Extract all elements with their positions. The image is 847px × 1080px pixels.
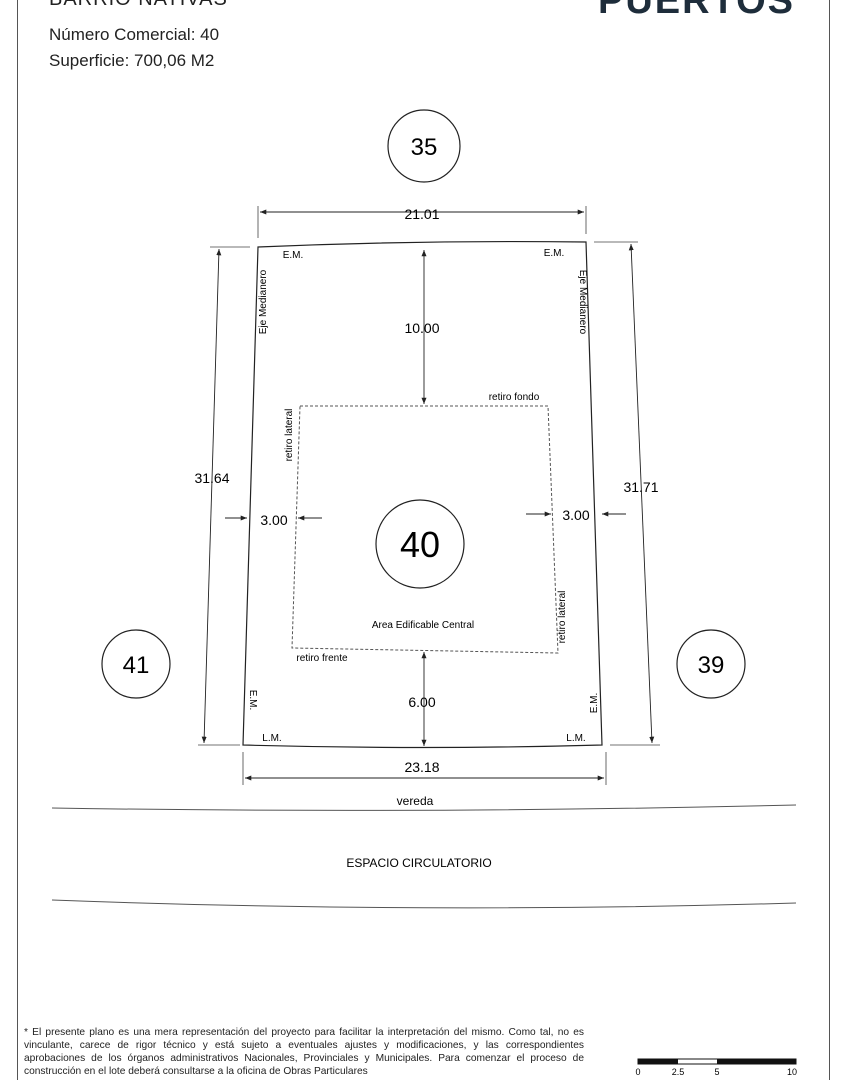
em-top-left: E.M.	[283, 250, 304, 261]
buildable-area	[291, 405, 559, 654]
left-length-line	[201, 248, 222, 744]
retiro-frente-label: retiro frente	[296, 653, 348, 664]
eje-medianero-right: Eje Medianero	[577, 270, 588, 335]
street-line	[51, 899, 797, 909]
retiro-lateral-right-label: retiro lateral	[557, 591, 568, 644]
lot-35-label: 35	[411, 134, 438, 161]
top-width-label: 21.01	[404, 206, 439, 222]
scale-tick-10: 10	[787, 1067, 797, 1077]
right-setback-label: 3.00	[562, 507, 589, 523]
disclaimer-text: * El presente plano es una mera represen…	[24, 1027, 584, 1077]
lot-outline	[242, 240, 603, 749]
retiro-lateral-left-label: retiro lateral	[284, 409, 295, 462]
vereda-line	[51, 804, 797, 811]
lot-39-label: 39	[698, 652, 725, 679]
espacio-circulatorio-label: ESPACIO CIRCULATORIO	[346, 856, 491, 870]
right-length-label: 31.71	[623, 479, 658, 495]
eje-medianero-left: Eje Medianero	[258, 269, 269, 334]
bottom-width-label: 23.18	[404, 759, 439, 775]
lot-41-circle	[101, 629, 171, 699]
retiro-fondo-label: retiro fondo	[489, 392, 540, 403]
lot-39-circle	[676, 629, 746, 699]
left-length-label: 31.64	[194, 470, 229, 486]
left-setback-label: 3.00	[260, 512, 287, 528]
lot-40-circle	[375, 499, 465, 589]
lot-41-label: 41	[123, 652, 150, 679]
scale-tick-5: 5	[714, 1067, 719, 1077]
lm-right: L.M.	[566, 733, 585, 744]
disclaimer: * El presente plano es una mera represen…	[24, 1026, 584, 1078]
front-setback-label: 6.00	[408, 694, 435, 710]
vereda-label: vereda	[397, 794, 434, 808]
puertos-logo: PUERTOS	[597, 0, 795, 22]
scale-tick-2-5: 2.5	[672, 1067, 685, 1077]
right-length-line	[628, 243, 655, 744]
scale-bar: 0 2.5 5 10	[635, 1058, 797, 1077]
lm-left: L.M.	[262, 733, 281, 744]
barrio-title: BARRIO NATIVAS	[49, 0, 228, 11]
em-top-right: E.M.	[544, 248, 565, 259]
numero-comercial: Número Comercial: 40	[49, 25, 220, 44]
back-setback-label: 10.00	[404, 320, 439, 336]
em-bottom-left: E.M.	[247, 690, 258, 711]
page-frame	[17, 0, 830, 1080]
superficie: Superficie: 700,06 M2	[49, 51, 215, 70]
em-bottom-right: E.M.	[589, 693, 600, 714]
lot-35-circle	[387, 109, 461, 183]
lot-40-label: 40	[400, 524, 440, 565]
scale-tick-0: 0	[635, 1067, 640, 1077]
area-edificable-label: Area Edificable Central	[372, 620, 474, 631]
